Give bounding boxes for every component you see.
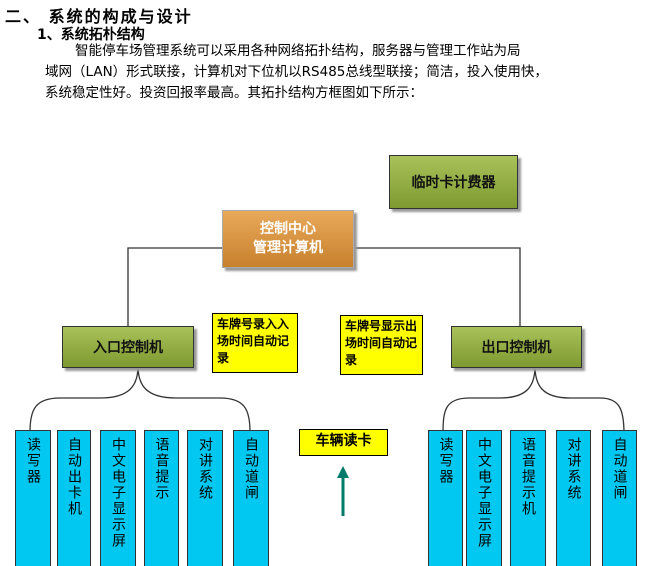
- device-label: 读写器: [25, 437, 41, 485]
- section-heading: 二、 系统的构成与设计: [5, 7, 193, 26]
- device-label: 对讲系统: [197, 437, 213, 501]
- device-label: 自动道闸: [611, 437, 628, 501]
- exit-controller-box: 出口控制机: [451, 326, 582, 368]
- device-label: 语音提示机: [520, 437, 536, 517]
- arrow-up-icon: [337, 466, 349, 478]
- brace-exit-right: [534, 365, 625, 435]
- device-label: 中文电子显示屏: [476, 437, 492, 549]
- device-label: 自动出卡机: [66, 437, 82, 517]
- entrance-device-barrier: 自动道闸: [233, 430, 269, 566]
- vehicle-card-box: 车辆读卡: [299, 429, 388, 456]
- brace-entrance-right: [137, 365, 251, 433]
- exit-device-voice: 语音提示机: [510, 430, 546, 566]
- line-control-to-entrance: [127, 247, 222, 326]
- entrance-device-card-dispenser: 自动出卡机: [57, 430, 91, 566]
- device-label: 自动道闸: [243, 437, 259, 501]
- line-control-to-exit: [352, 247, 521, 326]
- entrance-device-reader: 读写器: [15, 430, 51, 566]
- device-label: 中文电子显示屏: [110, 437, 126, 549]
- subsection-heading: 1、系统拓朴结构: [37, 27, 145, 43]
- paragraph-line-2: 域网（LAN）形式联接，计算机对下位机以RS485总线型联接；简洁，投入使用快，: [45, 64, 548, 80]
- exit-device-barrier: 自动道闸: [602, 430, 637, 566]
- brace-entrance-left: [29, 365, 139, 433]
- device-label: 对讲系统: [565, 437, 582, 501]
- exit-device-display: 中文电子显示屏: [466, 430, 502, 566]
- exit-note: 车牌号显示出场时间自动记录: [340, 315, 423, 375]
- entrance-device-intercom: 对讲系统: [187, 430, 223, 566]
- control-center-label: 控制中心: [260, 221, 316, 237]
- temp-card-billing-box: 临时卡计费器: [389, 155, 518, 209]
- entrance-device-voice: 语音提示: [144, 430, 179, 566]
- control-center-box: 控制中心 管理计算机: [222, 210, 354, 268]
- entrance-controller-box: 入口控制机: [62, 326, 194, 368]
- paragraph-line-1: 智能停车场管理系统可以采用各种网络拓扑结构，服务器与管理工作站为局: [75, 43, 521, 59]
- management-computer-label: 管理计算机: [253, 240, 323, 256]
- paragraph-line-3: 系统稳定性好。投资回报率最高。其拓扑结构方框图如下所示：: [45, 85, 423, 101]
- entrance-device-display: 中文电子显示屏: [100, 430, 136, 566]
- exit-device-reader: 读写器: [428, 430, 463, 566]
- device-label: 读写器: [437, 437, 454, 485]
- exit-device-intercom: 对讲系统: [556, 430, 591, 566]
- brace-exit-left: [442, 365, 536, 435]
- entrance-note: 车牌号录入入场时间自动记录: [212, 313, 298, 373]
- device-label: 语音提示: [153, 437, 170, 501]
